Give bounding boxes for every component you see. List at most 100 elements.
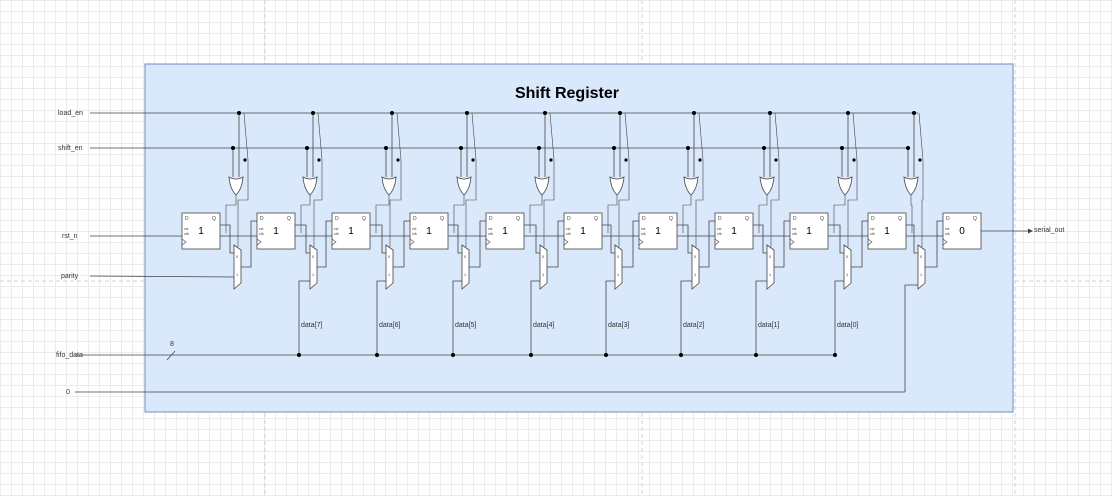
mux-1[interactable]: 01 [309,244,318,290]
or-gate-4[interactable] [534,176,550,196]
svg-text:1: 1 [617,272,620,277]
svg-text:rst: rst [641,226,646,231]
flipflop-value: 1 [198,226,204,237]
input-label-load-en: load_en [58,110,83,117]
or-gate-5[interactable] [609,176,625,196]
input-label-parity: parity [61,273,79,280]
or-gate-7[interactable] [759,176,775,196]
svg-text:D: D [793,216,797,222]
svg-text:0: 0 [388,254,391,259]
data-label: data[5] [455,322,476,329]
mux-7[interactable]: 01 [766,244,775,290]
svg-text:0: 0 [769,254,772,259]
mux-0[interactable]: 01 [233,244,242,290]
svg-text:0: 0 [312,254,315,259]
svg-text:1: 1 [236,272,239,277]
input-label-rst-n: rst_n [62,233,78,240]
svg-text:1: 1 [388,272,391,277]
svg-text:0: 0 [617,254,620,259]
mux-6[interactable]: 01 [691,244,700,290]
svg-text:clk: clk [641,231,646,236]
svg-text:Q: Q [820,216,824,222]
svg-text:clk: clk [488,231,493,236]
svg-text:1: 1 [694,272,697,277]
svg-text:clk: clk [717,231,722,236]
data-label: data[3] [608,322,629,329]
data-label: data[2] [683,322,704,329]
svg-text:0: 0 [464,254,467,259]
svg-text:D: D [718,216,722,222]
mux-4[interactable]: 01 [539,244,548,290]
svg-text:rst: rst [566,226,571,231]
svg-text:1: 1 [312,272,315,277]
svg-text:clk: clk [870,231,875,236]
flipflop-value: 1 [580,226,586,237]
svg-text:rst: rst [717,226,722,231]
bus-width-label: 8 [170,341,174,348]
svg-text:clk: clk [412,231,417,236]
svg-text:rst: rst [184,226,189,231]
svg-text:1: 1 [542,272,545,277]
diagram-title: Shift Register [515,85,619,102]
flipflop-value: 1 [348,226,354,237]
or-gate-2[interactable] [381,176,397,196]
svg-text:Q: Q [362,216,366,222]
flipflop-value: 1 [502,226,508,237]
svg-text:Q: Q [516,216,520,222]
bus-width-slash [166,350,176,361]
svg-text:rst: rst [412,226,417,231]
mux-2[interactable]: 01 [385,244,394,290]
svg-text:0: 0 [236,254,239,259]
svg-text:D: D [642,216,646,222]
or-gate-3[interactable] [456,176,472,196]
output-label-serial-out: serial_out [1034,227,1064,234]
svg-text:1: 1 [920,272,923,277]
mux-9[interactable]: 01 [917,244,926,290]
or-gate-0[interactable] [228,176,244,196]
or-gate-1[interactable] [302,176,318,196]
or-gate-9[interactable] [903,176,919,196]
or-gate-8[interactable] [837,176,853,196]
svg-text:Q: Q [287,216,291,222]
data-label: data[7] [301,322,322,329]
svg-text:D: D [260,216,264,222]
svg-text:D: D [567,216,571,222]
input-label-fifo-data: fifo_data [56,352,83,359]
svg-text:D: D [489,216,493,222]
svg-text:D: D [335,216,339,222]
output-arrow [1028,228,1033,234]
svg-text:clk: clk [566,231,571,236]
svg-text:Q: Q [594,216,598,222]
svg-text:clk: clk [945,231,950,236]
mux-3[interactable]: 01 [461,244,470,290]
svg-text:0: 0 [694,254,697,259]
flipflop-value: 1 [655,226,661,237]
mux-8[interactable]: 01 [843,244,852,290]
svg-text:rst: rst [792,226,797,231]
svg-text:Q: Q [745,216,749,222]
svg-text:1: 1 [464,272,467,277]
svg-text:Q: Q [669,216,673,222]
svg-text:Q: Q [898,216,902,222]
svg-text:D: D [946,216,950,222]
svg-text:Q: Q [973,216,977,222]
or-gate-6[interactable] [683,176,699,196]
mux-5[interactable]: 01 [614,244,623,290]
input-label-zero: 0 [66,389,70,396]
data-label: data[4] [533,322,554,329]
flipflop-value: 1 [426,226,432,237]
flipflop-value: 1 [806,226,812,237]
data-label: data[0] [837,322,858,329]
flipflop-value: 1 [731,226,737,237]
